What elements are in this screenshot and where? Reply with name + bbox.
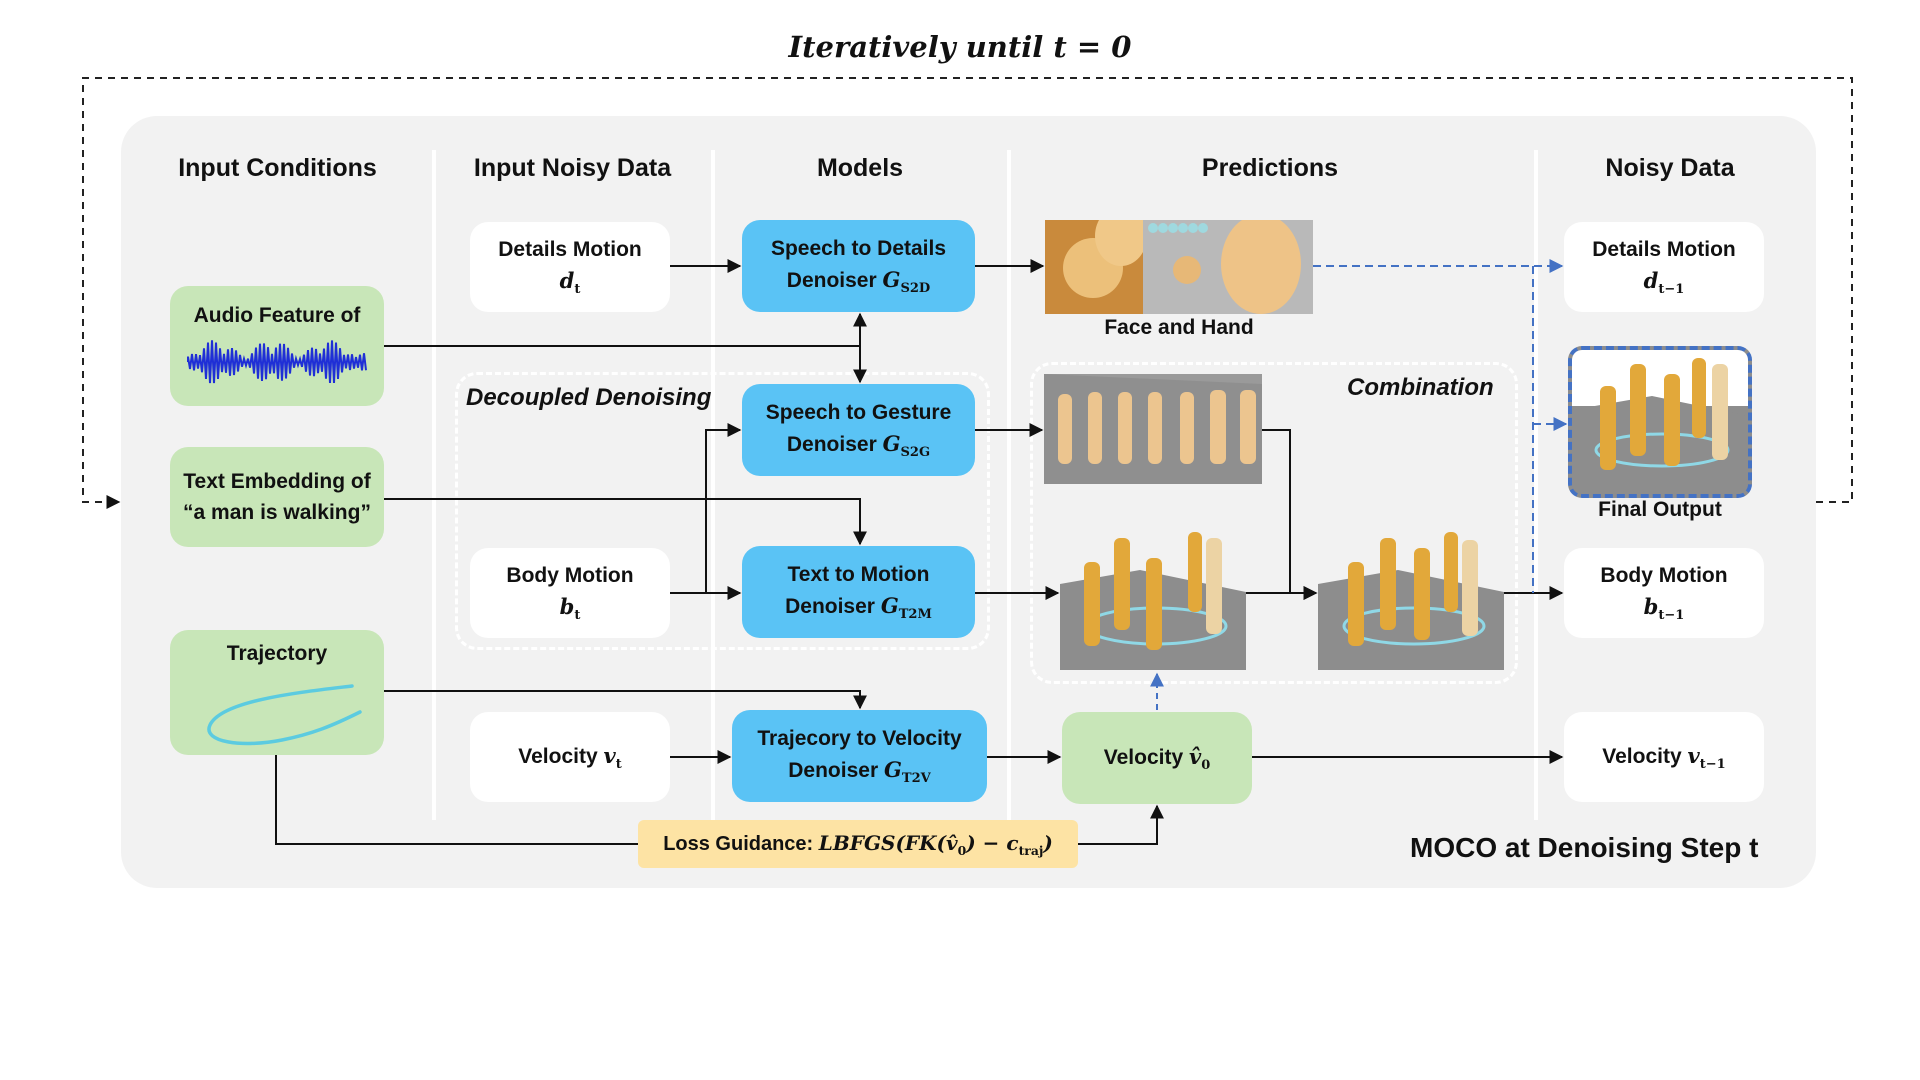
trajectory-label: Trajectory xyxy=(226,642,328,665)
t2v-denoiser: Trajecory to Velocity Denoiser GT2V xyxy=(732,710,987,802)
text-embedding-label: Text Embedding of xyxy=(183,469,371,493)
loss-formula-end: ) xyxy=(1043,830,1053,855)
s2g-denoiser: Speech to Gesture Denoiser GS2G xyxy=(742,384,975,476)
audio-feature-label: Audio Feature of xyxy=(193,304,361,327)
velocity-label: Velocity xyxy=(518,745,598,769)
t2v-title: Trajecory to Velocity xyxy=(757,726,962,750)
face-hand-image xyxy=(1045,220,1313,314)
details-output-subscript: t−1 xyxy=(1658,282,1685,298)
waveform-icon xyxy=(187,339,367,383)
iteration-title: Iteratively until t = 0 xyxy=(788,30,1132,64)
body-motion-input: Body Motion bt xyxy=(470,548,670,638)
body-subscript: t xyxy=(574,608,581,624)
velocity-output-label: Velocity xyxy=(1602,745,1682,769)
velocity-output-subscript: t−1 xyxy=(1699,756,1726,772)
details-motion-output: Details Motion dt−1 xyxy=(1564,222,1764,312)
loss-formula-main: LBFGS(FK(v̂ xyxy=(818,830,958,855)
s2d-symbol: G xyxy=(882,267,901,293)
s2d-denoiser-word: Denoiser xyxy=(786,269,877,293)
combined-motion-image xyxy=(1318,528,1504,670)
body-output-symbol: b xyxy=(1643,594,1659,620)
arrow-trajectory-to-t2v xyxy=(384,690,867,710)
header-noisy-data: Noisy Data xyxy=(1605,154,1735,182)
velocity-prediction-label: Velocity xyxy=(1103,746,1184,770)
text-prompt: “a man is walking” xyxy=(183,501,371,524)
t2m-symbol: G xyxy=(880,593,899,619)
s2d-subscript: S2D xyxy=(900,281,931,297)
loss-formula-sub1: traj xyxy=(1018,842,1044,858)
combination-region xyxy=(1030,362,1518,684)
walking-motion-image xyxy=(1060,528,1246,670)
column-separator xyxy=(711,150,715,820)
details-subscript: t xyxy=(574,282,581,298)
t2v-symbol: G xyxy=(883,757,902,783)
loss-guidance-box: Loss Guidance: LBFGS(FK(v̂0) − ctraj) xyxy=(638,820,1078,868)
face-hand-caption: Face and Hand xyxy=(1104,316,1254,339)
body-output-subscript: t−1 xyxy=(1658,608,1685,624)
details-motion-input: Details Motion dt xyxy=(470,222,670,312)
velocity-output: Velocity vt−1 xyxy=(1564,712,1764,802)
t2v-denoiser-word: Denoiser xyxy=(788,759,879,783)
t2m-denoiser-word: Denoiser xyxy=(785,595,875,619)
velocity-output-symbol: v xyxy=(1687,742,1700,768)
body-symbol: b xyxy=(559,594,575,620)
s2g-denoiser-word: Denoiser xyxy=(786,433,877,457)
s2g-subscript: S2G xyxy=(900,445,931,461)
audio-feature-box: Audio Feature of xyxy=(170,286,384,406)
body-motion-output: Body Motion bt−1 xyxy=(1564,548,1764,638)
loss-guidance-label: Loss Guidance: xyxy=(663,833,814,855)
arrow-trajectory-loss xyxy=(275,755,638,845)
s2d-denoiser: Speech to Details Denoiser GS2D xyxy=(742,220,975,312)
decoupled-denoising-region xyxy=(455,372,990,650)
arrow-body-to-s2g xyxy=(705,423,742,593)
loss-formula-sub0: 0 xyxy=(957,842,967,858)
column-separator xyxy=(432,150,436,820)
header-input-conditions: Input Conditions xyxy=(178,154,377,182)
final-output-caption: Final Output xyxy=(1598,498,1722,521)
arrow-loss-to-velocity xyxy=(1078,804,1164,845)
loss-formula: LBFGS(FK(v̂0) − ctraj) xyxy=(819,828,1053,861)
details-motion-label: Details Motion xyxy=(498,237,642,261)
loss-formula-mid: ) − c xyxy=(966,830,1019,855)
velocity-hat-subscript: 0 xyxy=(1201,757,1211,773)
trajectory-box: Trajectory xyxy=(170,630,384,755)
t2m-subscript: T2M xyxy=(898,607,932,623)
header-models: Models xyxy=(816,154,904,182)
text-embedding-box: Text Embedding of “a man is walking” xyxy=(170,447,384,547)
s2g-symbol: G xyxy=(882,431,901,457)
t2m-title: Text to Motion xyxy=(787,562,930,586)
header-input-noisy-data: Input Noisy Data xyxy=(473,154,672,182)
moco-step-caption: MOCO at Denoising Step t xyxy=(1410,832,1759,863)
t2v-subscript: T2V xyxy=(901,771,931,787)
velocity-hat-symbol: v̂ xyxy=(1188,743,1202,769)
column-separator xyxy=(1534,150,1538,820)
header-predictions: Predictions xyxy=(1201,154,1339,182)
details-output-symbol: d xyxy=(1643,268,1659,294)
velocity-input: Velocity vt xyxy=(470,712,670,802)
details-motion-output-label: Details Motion xyxy=(1592,237,1736,261)
arrow-text-to-t2m xyxy=(384,498,867,546)
iteration-loop-connector xyxy=(82,77,1853,509)
body-motion-label: Body Motion xyxy=(506,563,634,587)
decoupled-denoising-label: Decoupled Denoising xyxy=(466,384,712,411)
combination-label: Combination xyxy=(1347,374,1494,401)
body-motion-output-label: Body Motion xyxy=(1600,563,1728,587)
t2m-denoiser: Text to Motion Denoiser GT2M xyxy=(742,546,975,638)
trajectory-curve-icon xyxy=(207,683,362,745)
details-symbol: d xyxy=(559,268,575,294)
arrow-gesture-to-combined xyxy=(1262,429,1318,600)
column-separator xyxy=(1007,150,1011,820)
velocity-subscript: t xyxy=(615,756,622,772)
velocity-symbol: v xyxy=(603,742,616,768)
s2g-title: Speech to Gesture xyxy=(765,400,952,424)
final-output-image xyxy=(1568,346,1752,498)
gesture-sequence-image xyxy=(1044,374,1262,484)
s2d-title: Speech to Details xyxy=(770,236,947,260)
velocity-prediction: Velocity v̂0 xyxy=(1062,712,1252,804)
